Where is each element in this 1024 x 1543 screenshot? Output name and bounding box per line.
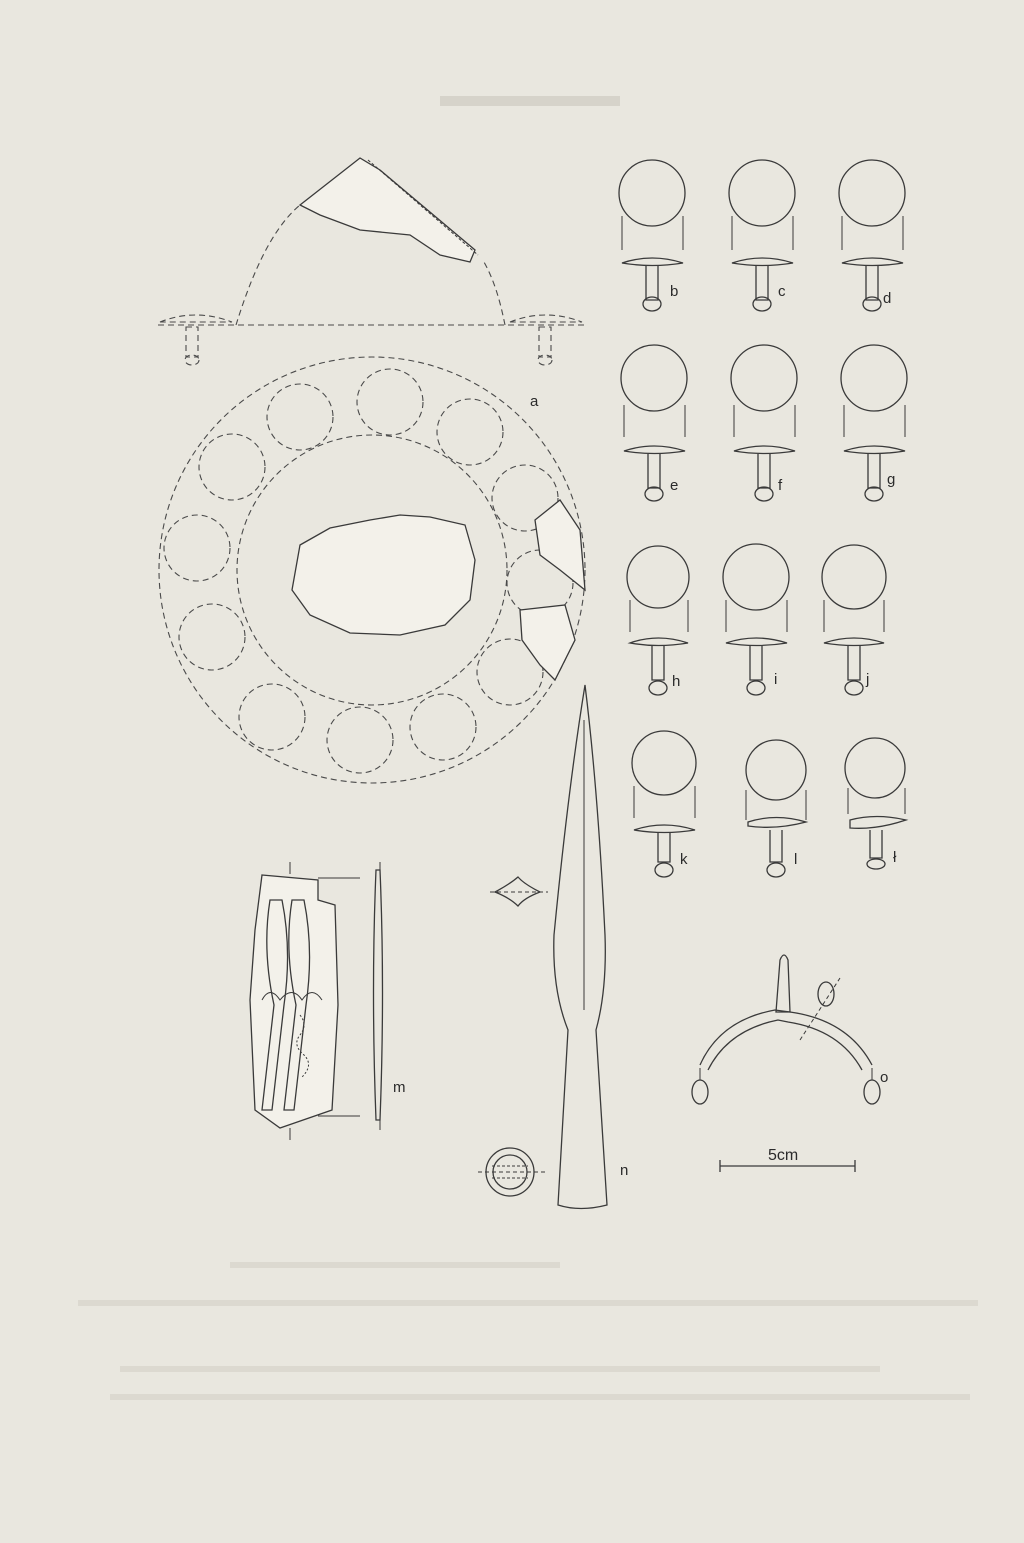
rivet-h-icon — [626, 545, 690, 696]
top-band — [440, 96, 620, 106]
rivet-g-icon — [840, 344, 908, 502]
rivet-d-icon — [838, 159, 906, 312]
label-e: e — [670, 477, 678, 494]
scale-bar — [719, 1160, 856, 1172]
spur-icon — [691, 954, 881, 1105]
rivet-j-icon — [821, 544, 887, 696]
rivet-k-icon — [631, 730, 697, 878]
label-g: g — [887, 471, 895, 488]
label-j: j — [865, 671, 869, 688]
spearhead-icon — [478, 684, 608, 1210]
label-l2: ł — [893, 849, 897, 866]
rivet-l2-icon — [844, 737, 909, 870]
label-k: k — [680, 851, 688, 868]
label-h: h — [672, 673, 680, 690]
label-b: b — [670, 283, 678, 300]
rivet-i-icon — [722, 543, 790, 696]
label-l: l — [794, 851, 797, 868]
label-f: f — [778, 477, 783, 494]
label-c: c — [778, 283, 786, 300]
show-through-lines — [78, 1262, 978, 1400]
scale-bar-label: 5cm — [768, 1147, 798, 1164]
label-a: a — [530, 393, 539, 410]
label-o: o — [880, 1069, 888, 1086]
label-n: n — [620, 1162, 628, 1179]
label-d: d — [883, 290, 891, 307]
rivet-e-icon — [620, 344, 688, 502]
label-m: m — [393, 1079, 406, 1096]
rivet-b-icon — [618, 159, 686, 312]
rivet-l-icon — [745, 739, 809, 878]
shield-boss-plan-icon — [158, 356, 586, 784]
rivet-c-icon — [728, 159, 796, 312]
shield-boss-profile-icon — [158, 157, 585, 366]
knife-fragment-icon — [249, 862, 384, 1140]
rivet-f-icon — [730, 344, 798, 502]
label-i: i — [774, 671, 777, 688]
